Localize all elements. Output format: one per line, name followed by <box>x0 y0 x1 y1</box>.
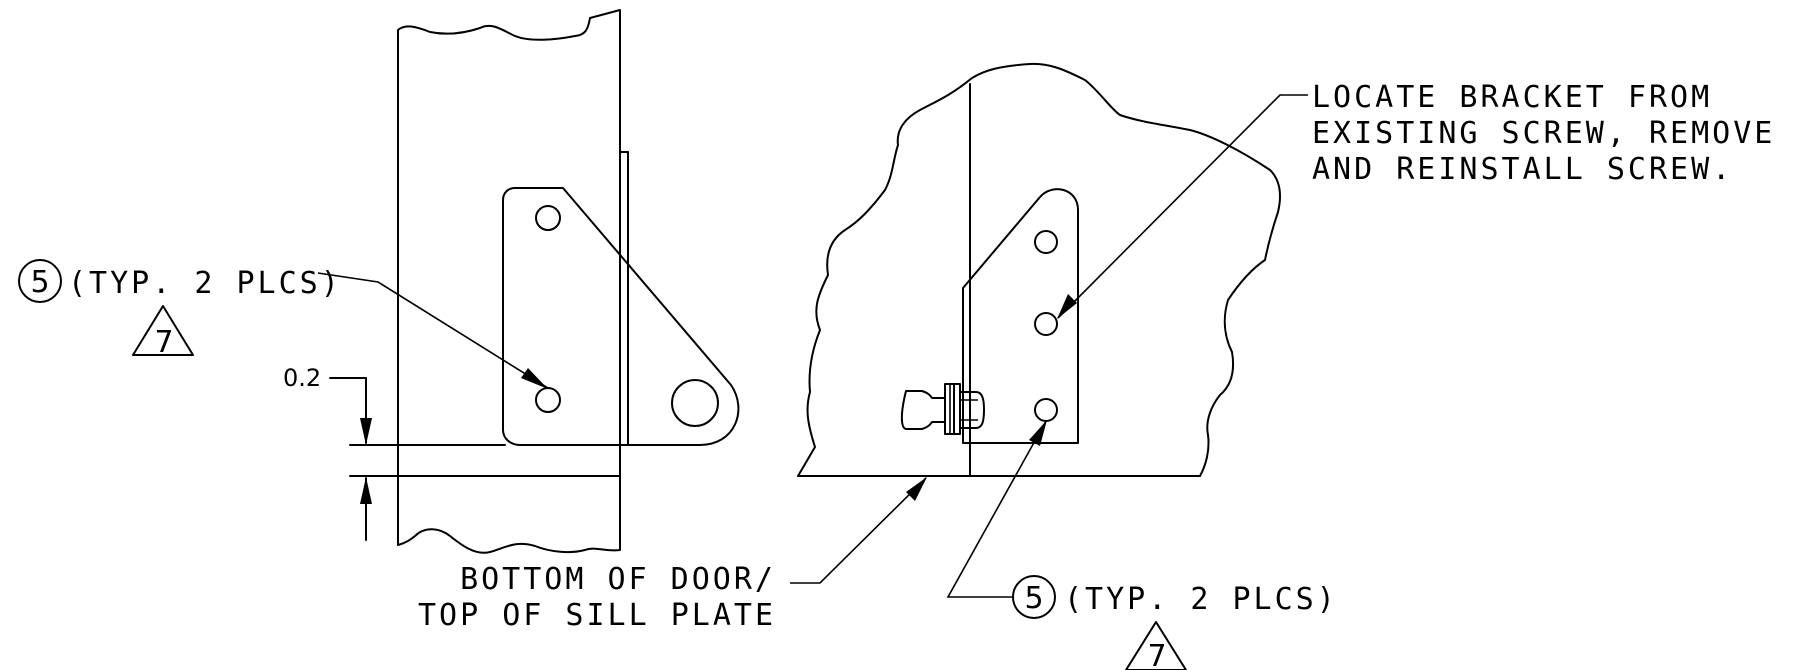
right-callout: 5 (TYP. 2 PLCS) 7 <box>946 420 1338 670</box>
revision-flag-triangle <box>132 305 194 356</box>
leader-line <box>317 272 549 389</box>
leader-line <box>946 420 1047 598</box>
locate-bracket-note: LOCATE BRACKET FROM EXISTING SCREW, REMO… <box>1057 80 1775 319</box>
revision-flag-number: 7 <box>154 325 173 360</box>
leader-line <box>1057 94 1308 319</box>
left-view: 0.2 5 (TYP. 2 PLCS) 7 <box>18 9 740 554</box>
bracket-hole-lower <box>535 387 561 413</box>
callout-text: (TYP. 2 PLCS) <box>68 266 342 301</box>
bracket-hole-top <box>1034 230 1058 254</box>
bracket-pivot-hole <box>671 379 719 427</box>
left-door-panel <box>397 9 621 554</box>
left-callout: 5 (TYP. 2 PLCS) 7 <box>18 259 549 389</box>
note-line-2: EXISTING SCREW, REMOVE <box>1312 116 1775 151</box>
dimension-0.2: 0.2 <box>283 364 372 541</box>
bottom-note-line-2: TOP OF SILL PLATE <box>418 598 776 633</box>
pivot-bolt <box>900 383 985 435</box>
bracket-hole-mid <box>1034 312 1058 336</box>
note-line-1: LOCATE BRACKET FROM <box>1312 80 1712 115</box>
bottom-of-door-note: BOTTOM OF DOOR/ TOP OF SILL PLATE <box>418 477 927 633</box>
bracket-hole-bottom <box>1034 398 1058 422</box>
left-bracket <box>502 187 740 446</box>
right-bracket <box>962 188 1079 444</box>
bottom-note-line-1: BOTTOM OF DOOR/ <box>460 562 776 597</box>
callout-text: (TYP. 2 PLCS) <box>1064 582 1338 617</box>
leader-line <box>790 477 927 584</box>
callout-balloon <box>18 259 62 303</box>
dimension-value: 0.2 <box>283 364 321 392</box>
callout-number: 5 <box>30 265 49 300</box>
revision-flag-number: 7 <box>1147 639 1166 670</box>
right-view: 5 (TYP. 2 PLCS) 7 LOCATE BRACKET FROM EX… <box>797 62 1775 670</box>
callout-number: 5 <box>1024 581 1043 616</box>
right-wall-breakout <box>797 62 1281 477</box>
note-line-3: AND REINSTALL SCREW. <box>1312 152 1733 187</box>
bracket-hole-upper <box>535 205 561 231</box>
revision-flag-triangle <box>1125 621 1187 670</box>
